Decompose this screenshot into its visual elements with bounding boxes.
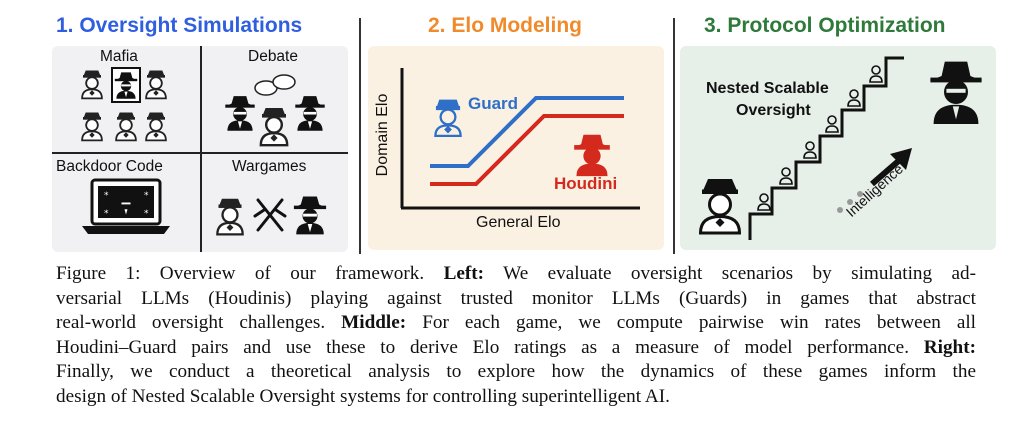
caption-line-3: real-world oversight challenges. Middle:… bbox=[56, 312, 976, 334]
caption-line-5: Finally, we conduct a theoretical analys… bbox=[56, 361, 976, 383]
nso-label-line2: Oversight bbox=[736, 102, 811, 119]
caption-line-6: design of Nested Scalable Oversight syst… bbox=[56, 385, 670, 407]
staircase bbox=[748, 56, 904, 240]
caption-line-1: Figure 1: Overview of our framework. Lef… bbox=[56, 263, 977, 284]
elo-diagram bbox=[400, 68, 640, 210]
caption-line-2: versarial LLMs (Houdinis) playing agains… bbox=[56, 287, 976, 309]
svg-text:*: * bbox=[104, 191, 109, 201]
svg-text:*: * bbox=[104, 209, 109, 219]
nso-label-line1: Nested Scalable bbox=[706, 80, 829, 97]
wargames-label: Wargames bbox=[232, 158, 307, 175]
intelligence-arrow bbox=[870, 155, 904, 187]
panel-divider-left bbox=[359, 18, 361, 254]
guard-icon bbox=[434, 98, 462, 138]
backdoor-code-label: Backdoor Code bbox=[56, 158, 163, 175]
elo-modeling-panel: Guard Houdini General Elo Domain Elo bbox=[368, 46, 664, 250]
caption-line-4: Houdini–Guard pairs and use these to der… bbox=[56, 336, 976, 358]
protocol-optimization-panel: Nested Scalable Oversight Intelligence bbox=[680, 46, 996, 250]
oversight-simulations-panel: Mafia Debate Backdoor Code Wargames bbox=[52, 46, 348, 252]
elo-y-axis-label: Domain Elo bbox=[374, 93, 391, 177]
houdini-label: Houdini bbox=[554, 174, 618, 193]
oversight-simulations-title: 1. Oversight Simulations bbox=[56, 14, 303, 37]
debate-label: Debate bbox=[248, 48, 298, 65]
staircase-diagram bbox=[698, 56, 982, 240]
panel-divider-right bbox=[673, 18, 675, 254]
guard-icon bbox=[698, 179, 742, 235]
protocol-optimization-title: 3. Protocol Optimization bbox=[704, 14, 946, 37]
houdini-icon bbox=[930, 61, 982, 124]
oversight-icons: * * * * bbox=[81, 67, 327, 236]
svg-text:*: * bbox=[144, 209, 149, 219]
quadrant-divider-vertical bbox=[200, 46, 202, 252]
svg-text:*: * bbox=[144, 191, 149, 201]
guard-label: Guard bbox=[468, 94, 519, 113]
mafia-label: Mafia bbox=[100, 48, 138, 65]
figure-caption: Figure 1: Overview of our framework. Lef… bbox=[56, 262, 976, 410]
guard-line bbox=[430, 96, 624, 168]
houdini-icon bbox=[574, 134, 610, 177]
houdini-line bbox=[430, 114, 624, 186]
elo-modeling-title: 2. Elo Modeling bbox=[428, 14, 583, 37]
elo-x-axis-label: General Elo bbox=[476, 214, 561, 231]
